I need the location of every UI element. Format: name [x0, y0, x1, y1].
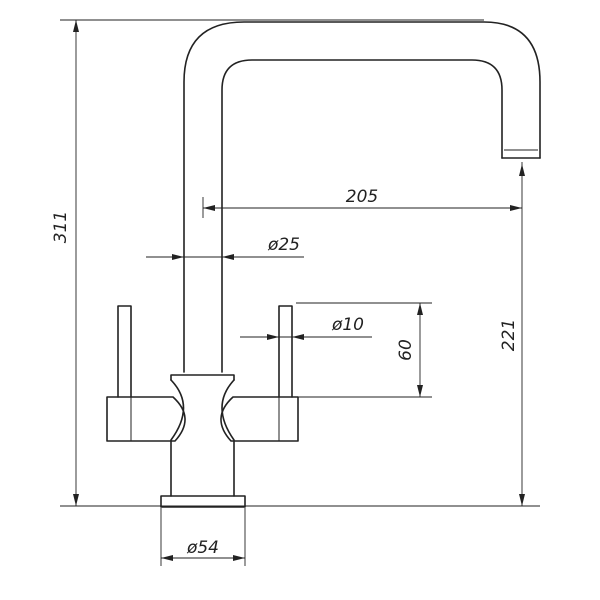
base-diameter-label: ø54: [186, 538, 219, 558]
dimension-lines: [60, 19, 540, 566]
spout-height-label: 221: [499, 319, 519, 351]
body-diameter-label: ø25: [267, 235, 300, 255]
handle-height-label: 60: [396, 339, 416, 361]
overall-height-label: 311: [51, 211, 71, 243]
spout-reach-label: 205: [346, 187, 378, 207]
faucet-outline: [106, 21, 541, 508]
handle-diameter-label: ø10: [331, 315, 364, 335]
